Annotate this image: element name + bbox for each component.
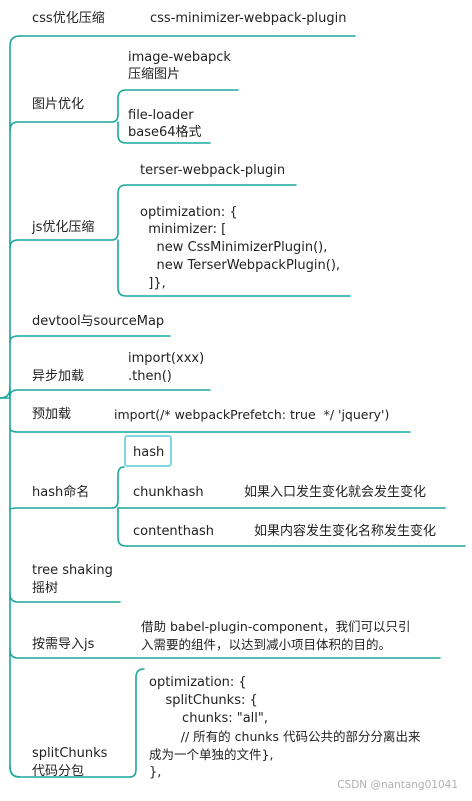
node-async-l1: import(xxx)	[128, 351, 205, 366]
node-split-label2: 代码分包	[32, 764, 85, 779]
node-ondemand-label: 按需导入js	[32, 637, 95, 652]
node-js-code-4: ]},	[140, 276, 166, 291]
node-js-code-0: optimization: {	[140, 205, 238, 220]
trunk-line-lower	[9, 387, 21, 778]
node-image-label: 图片优化	[32, 97, 85, 112]
ondemand-underline	[9, 649, 129, 659]
watermark: CSDN @nantang01041	[337, 779, 458, 791]
prefetch-underline	[9, 427, 411, 433]
node-prefetch-label: 预加载	[32, 407, 72, 422]
hash-selected-box[interactable]	[124, 435, 172, 467]
node-split-code-2: chunks: "all",	[149, 711, 269, 726]
node-js-label: js优化压缩	[32, 220, 95, 235]
split-underline	[9, 766, 131, 778]
node-hash-hash: hash	[133, 445, 165, 460]
node-js-code-3: new TerserWebpackPlugin(),	[140, 258, 341, 273]
node-image-b2: base64格式	[128, 125, 202, 140]
node-split-label1: splitChunks	[32, 746, 108, 761]
node-hash-contenthash-note: 如果内容发生变化名称发生变化	[254, 524, 437, 539]
node-js-code-1: minimizer: [	[140, 222, 227, 237]
node-split-code-3: // 所有的 chunks 代码公共的部分分离出来	[149, 729, 421, 744]
node-hash-contenthash: contenthash	[133, 524, 214, 539]
node-css-detail: css-minimizer-webpack-plugin	[150, 11, 347, 26]
node-css-label: css优化压缩	[32, 11, 105, 26]
node-ondemand-d2: 入需要的组件，以达到减小项目体积的目的。	[141, 637, 392, 652]
node-image-b1: file-loader	[128, 108, 194, 123]
tree-underline	[9, 593, 121, 603]
node-split-code-1: splitChunks: {	[149, 693, 258, 708]
node-split-code-5: },	[149, 765, 162, 780]
node-hash-label: hash命名	[32, 485, 90, 500]
node-image-a1: image-webapck	[128, 50, 231, 65]
node-tree-label2: 摇树	[32, 581, 59, 596]
node-tree-label1: tree shaking	[32, 563, 113, 578]
async-underline	[9, 389, 113, 397]
node-split-code-0: optimization: {	[149, 675, 247, 690]
trunk-line	[0, 35, 21, 399]
hash-underline	[9, 507, 113, 511]
devtool-underline	[9, 335, 171, 343]
node-ondemand-d1: 借助 babel-plugin-component，我们可以只引	[141, 619, 411, 634]
node-prefetch-detail: import(/* webpackPrefetch: true */ 'jque…	[114, 407, 390, 422]
js-underline	[9, 239, 113, 249]
node-devtool-label: devtool与sourceMap	[32, 314, 165, 329]
node-hash-chunkhash: chunkhash	[133, 485, 204, 500]
node-js-code-2: new CssMinimizerPlugin(),	[140, 240, 328, 255]
node-async-label: 异步加载	[32, 369, 85, 384]
node-split-code-4: 成为一个单独的文件},	[149, 747, 274, 762]
node-hash-chunkhash-note: 如果入口发生变化就会发生变化	[244, 485, 427, 500]
node-image-a2: 压缩图片	[128, 67, 181, 82]
node-js-plugin: terser-webpack-plugin	[140, 163, 286, 178]
image-underline	[9, 121, 113, 131]
node-async-l2: .then()	[128, 369, 172, 384]
